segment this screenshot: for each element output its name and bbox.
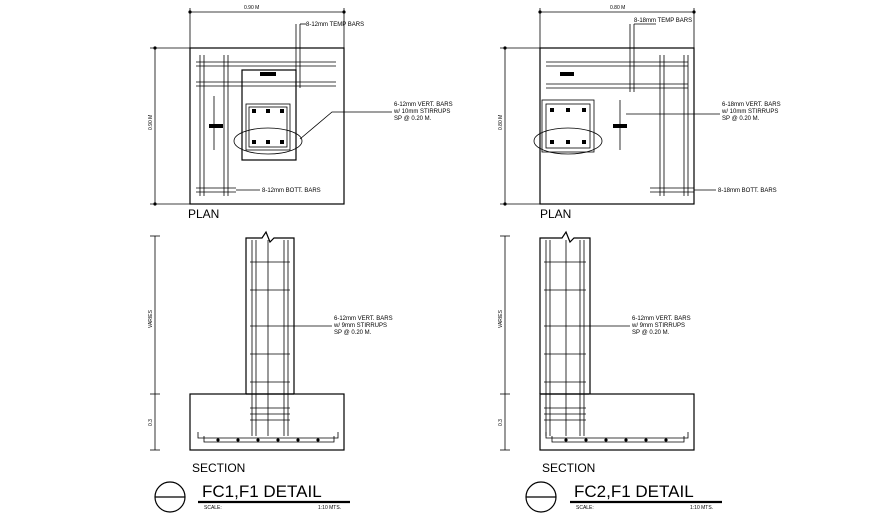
right-plan-temp-bars bbox=[546, 61, 688, 89]
right-section-stirrups bbox=[544, 261, 586, 421]
right-section-footing bbox=[539, 393, 695, 451]
left-plan-callout-ellipse bbox=[233, 127, 303, 155]
right-plan-bott-bars-note: 8-18mm BOTT. BARS bbox=[718, 188, 777, 194]
right-section-note-3: SP @ 0.20 M. bbox=[632, 330, 670, 336]
right-title-block: FC2,F1 DETAIL SCALE: 1:10 MTS. bbox=[525, 481, 722, 513]
left-plan: 0.90 M 0.90 M bbox=[148, 5, 453, 221]
left-detail: 0.90 M 0.90 M bbox=[148, 5, 453, 513]
left-plan-vert-bars-note-3: SP @ 0.20 M. bbox=[394, 116, 432, 122]
right-plan-column bbox=[545, 103, 591, 149]
right-section: VARIES 0.3 bbox=[498, 230, 695, 475]
left-section-note-1: 6-12mm VERT. BARS bbox=[334, 316, 393, 322]
right-plan-vert-bars bbox=[550, 108, 586, 144]
right-section-column bbox=[539, 230, 591, 394]
right-plan-vert-bars-note-3: SP @ 0.20 M. bbox=[722, 116, 760, 122]
left-plan-column bbox=[245, 103, 291, 151]
left-section-stirrups bbox=[250, 261, 290, 421]
right-plan-bott-bars bbox=[650, 187, 694, 193]
right-plan-dim-height-text: 0.80 M bbox=[498, 115, 504, 130]
left-section-dim-varies: VARIES bbox=[148, 309, 154, 328]
right-section-dim-varies: VARIES bbox=[498, 309, 504, 328]
right-plan-temp-bars-note: 8-18mm TEMP BARS bbox=[634, 18, 692, 24]
left-title: FC1,F1 DETAIL bbox=[202, 482, 322, 501]
right-plan-pedestal bbox=[541, 99, 595, 153]
right-section-bottom-mesh bbox=[545, 432, 689, 443]
right-section-dim-base: 0.3 bbox=[498, 419, 504, 426]
left-section-vert-bars bbox=[251, 240, 289, 436]
right-plan-dim-width-text: 0.80 M bbox=[610, 5, 625, 11]
right-section-label: SECTION bbox=[542, 461, 595, 475]
right-detail: 0.80 M 0.80 M bbox=[498, 5, 781, 513]
left-section-bottom-mesh bbox=[197, 432, 339, 443]
right-section-note-1: 6-12mm VERT. BARS bbox=[632, 316, 691, 322]
left-plan-stirrup bbox=[248, 106, 288, 148]
left-plan-vert-bars-note-2: w/ 10mm STIRRUPS bbox=[393, 109, 450, 115]
left-plan-label: PLAN bbox=[188, 207, 219, 221]
left-plan-dim-width-text: 0.90 M bbox=[244, 5, 259, 11]
left-plan-dim-height-text: 0.90 M bbox=[148, 115, 154, 130]
right-plan-side-bars bbox=[613, 24, 689, 196]
left-plan-pedestal bbox=[241, 69, 297, 161]
right-plan: 0.80 M 0.80 M bbox=[498, 5, 781, 221]
left-section-note-2: w/ 9mm STIRRUPS bbox=[333, 323, 387, 329]
left-plan-bott-bars-note: 8-12mm BOTT. BARS bbox=[262, 188, 321, 194]
left-plan-bott-bars bbox=[196, 187, 236, 193]
left-title-block: FC1,F1 DETAIL SCALE: 1:10 MTS. bbox=[154, 481, 350, 513]
left-scale-value: 1:10 MTS. bbox=[318, 505, 341, 511]
left-plan-vert-bars bbox=[252, 109, 284, 144]
right-section-vert-bars bbox=[545, 240, 585, 436]
right-plan-callout-ellipse bbox=[533, 127, 603, 155]
right-plan-vert-bars-note-1: 6-18mm VERT. BARS bbox=[722, 102, 781, 108]
left-plan-footing-outline bbox=[189, 47, 345, 205]
right-scale-value: 1:10 MTS. bbox=[690, 505, 713, 511]
left-section-note-3: SP @ 0.20 M. bbox=[334, 330, 372, 336]
left-section-dim-base: 0.3 bbox=[148, 419, 154, 426]
left-section: VARIES 0.3 bbox=[148, 230, 393, 475]
left-plan-side-bars bbox=[199, 24, 301, 196]
left-section-column bbox=[245, 230, 295, 394]
left-plan-vert-bars-note-1: 6-12mm VERT. BARS bbox=[394, 102, 453, 108]
right-plan-vert-bars-note-2: w/ 10mm STIRRUPS bbox=[721, 109, 778, 115]
right-title: FC2,F1 DETAIL bbox=[574, 482, 694, 501]
right-scale-label: SCALE: bbox=[576, 505, 594, 511]
left-scale-label: SCALE: bbox=[204, 505, 222, 511]
left-plan-temp-bars-note: 8-12mm TEMP BARS bbox=[306, 22, 364, 28]
right-section-note-2: w/ 9mm STIRRUPS bbox=[631, 323, 685, 329]
right-plan-footing-outline bbox=[539, 47, 695, 205]
left-section-label: SECTION bbox=[192, 461, 245, 475]
left-plan-temp-bars bbox=[196, 61, 336, 87]
right-plan-label: PLAN bbox=[540, 207, 571, 221]
